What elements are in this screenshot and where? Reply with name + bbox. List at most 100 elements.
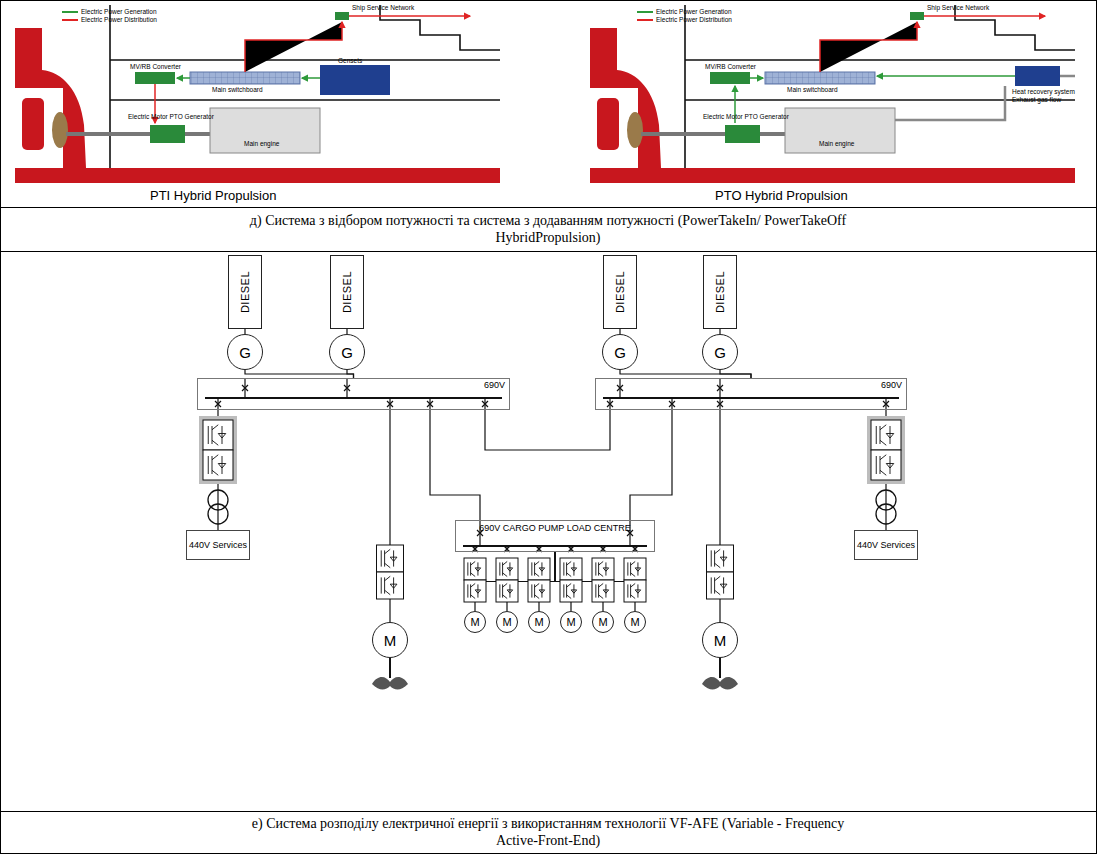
transformer-symbol	[208, 490, 896, 524]
motor-circle: M	[464, 611, 486, 633]
part-label: MV/RB Converter	[705, 63, 756, 70]
node-text: 690V	[881, 380, 902, 390]
converter-symbol	[867, 416, 905, 484]
legend-swatch	[62, 11, 78, 13]
part-label: Gensets	[338, 57, 362, 64]
motor-circle: M	[528, 611, 550, 633]
legend-row: Electric Power Distribution	[62, 16, 157, 24]
legend-text: Electric Power Distribution	[81, 16, 157, 24]
converter-symbols	[199, 416, 905, 602]
part-label: Ship Service Network	[927, 4, 989, 11]
legend-row: Electric Power Generation	[637, 8, 732, 16]
node-text: M	[534, 616, 543, 628]
motor-circle: M	[496, 611, 518, 633]
wire-connector	[347, 370, 354, 378]
node-text: M	[384, 632, 397, 649]
node-text: M	[566, 616, 575, 628]
switchboard-box: 690V	[197, 378, 510, 410]
part-label: Main switchboard	[212, 86, 263, 93]
converter-symbol	[199, 416, 237, 484]
service-load-box: 440V Services	[854, 530, 918, 560]
converter-symbol	[496, 558, 518, 602]
node-text: DIESEL	[614, 271, 626, 313]
node-text: G	[714, 344, 726, 361]
legend-text: Electric Power Generation	[656, 8, 732, 16]
service-load-box: 440V Services	[186, 530, 250, 560]
panel-title: PTI Hybrid Propulsion	[150, 188, 276, 203]
motor-circle: M	[372, 622, 408, 658]
converter-symbol	[560, 558, 582, 602]
wire-connector	[485, 410, 610, 450]
part-label: MV/RB Converter	[130, 63, 181, 70]
part-label: Main switchboard	[787, 86, 838, 93]
legend-swatch	[637, 19, 653, 21]
legend-box: Electric Power GenerationElectric Power …	[62, 8, 157, 24]
part-label: Main engine	[244, 140, 279, 147]
node-text: G	[341, 344, 353, 361]
node-text: M	[502, 616, 511, 628]
node-text: G	[614, 344, 626, 361]
legend-row: Electric Power Generation	[62, 8, 157, 16]
part-label: Electric Motor PTO Generator	[703, 113, 789, 120]
pto-ship-illustration	[590, 5, 1075, 183]
legend-box: Electric Power GenerationElectric Power …	[637, 8, 732, 24]
part-label: Main engine	[819, 140, 854, 147]
part-label: Exhaust gas flow	[1012, 96, 1061, 103]
wire-connector	[620, 370, 751, 378]
propeller-symbol	[372, 658, 738, 690]
node-text: DIESEL	[714, 271, 726, 313]
node-text: DIESEL	[341, 271, 353, 313]
converter-symbol	[624, 558, 646, 602]
legend-text: Electric Power Distribution	[656, 16, 732, 24]
wire-connector	[245, 370, 354, 378]
node-text: M	[598, 616, 607, 628]
diesel-engine-box: DIESEL	[228, 255, 262, 329]
generator-circle: G	[329, 334, 365, 370]
generator-circle: G	[227, 334, 263, 370]
legend-row: Electric Power Distribution	[637, 16, 732, 24]
node-text: M	[470, 616, 479, 628]
node-text: 440V Services	[189, 540, 247, 551]
node-text: 690V CARGO PUMP LOAD CENTRE	[479, 523, 630, 533]
wire-connector	[630, 410, 672, 520]
diesel-engine-box: DIESEL	[330, 255, 364, 329]
diesel-engine-box: DIESEL	[603, 255, 637, 329]
switchboard-box: 690V	[595, 378, 907, 410]
switchboard-box: 690V CARGO PUMP LOAD CENTRE	[455, 520, 655, 552]
converter-symbol	[592, 558, 614, 602]
converter-symbol	[377, 545, 404, 599]
breaker-stubs	[215, 378, 889, 552]
wire-connector	[430, 410, 480, 520]
part-label: Ship Service Network	[352, 4, 414, 11]
pti-ship-illustration	[15, 5, 500, 183]
motor-circle: M	[702, 622, 738, 658]
generator-circle: G	[702, 334, 738, 370]
generator-circle: G	[602, 334, 638, 370]
node-text: 690V	[484, 380, 505, 390]
part-label: Heat recovery system	[1012, 88, 1075, 95]
legend-text: Electric Power Generation	[81, 8, 157, 16]
figure-caption: д) Система з відбором потужності та сист…	[238, 212, 858, 246]
converter-symbol	[528, 558, 550, 602]
motor-circle: M	[560, 611, 582, 633]
wire-connector	[555, 552, 635, 611]
diesel-engine-box: DIESEL	[703, 255, 737, 329]
legend-swatch	[62, 19, 78, 21]
legend-swatch	[637, 11, 653, 13]
busbar	[205, 398, 899, 546]
motor-circle: M	[624, 611, 646, 633]
node-text: 440V Services	[857, 540, 915, 551]
motor-circle: M	[592, 611, 614, 633]
converter-symbol	[707, 545, 734, 599]
panel-title: PTO Hybrid Propulsion	[715, 188, 848, 203]
wire-connector	[475, 552, 555, 611]
node-text: M	[630, 616, 639, 628]
wire-connector	[720, 370, 751, 378]
figure-caption: е) Система розподілу електричної енергії…	[248, 815, 848, 849]
part-label: Electric Motor PTO Generator	[128, 113, 214, 120]
converter-symbol	[464, 558, 486, 602]
node-text: M	[714, 632, 727, 649]
node-text: DIESEL	[239, 271, 251, 313]
